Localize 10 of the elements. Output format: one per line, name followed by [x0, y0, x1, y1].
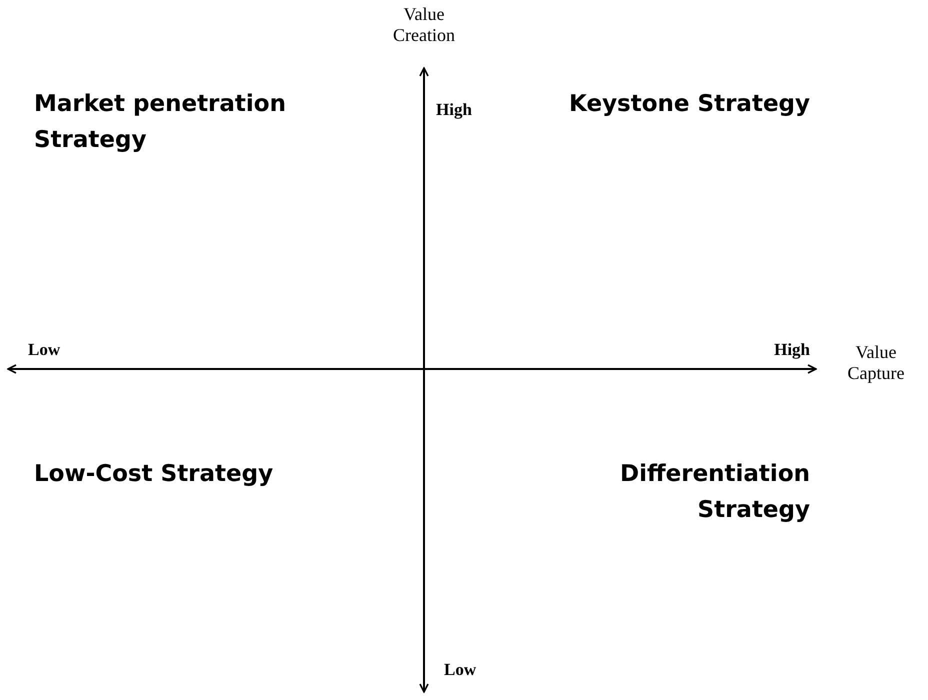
- axis-level-label: Low: [444, 660, 478, 680]
- quadrant-label: Low-Cost Strategy: [34, 460, 274, 489]
- quadrant-label: Market penetration Strategy: [34, 90, 287, 155]
- axis-level-label: High: [436, 100, 473, 120]
- quadrant-label: Keystone Strategy: [568, 90, 810, 119]
- axis-title: Value Creation: [392, 4, 456, 46]
- quadrant-label: Differentiation Strategy: [619, 460, 810, 525]
- axis-level-label: Low: [28, 340, 62, 360]
- axis-title: Value Capture: [846, 342, 906, 384]
- axis-level-label: High: [773, 340, 810, 360]
